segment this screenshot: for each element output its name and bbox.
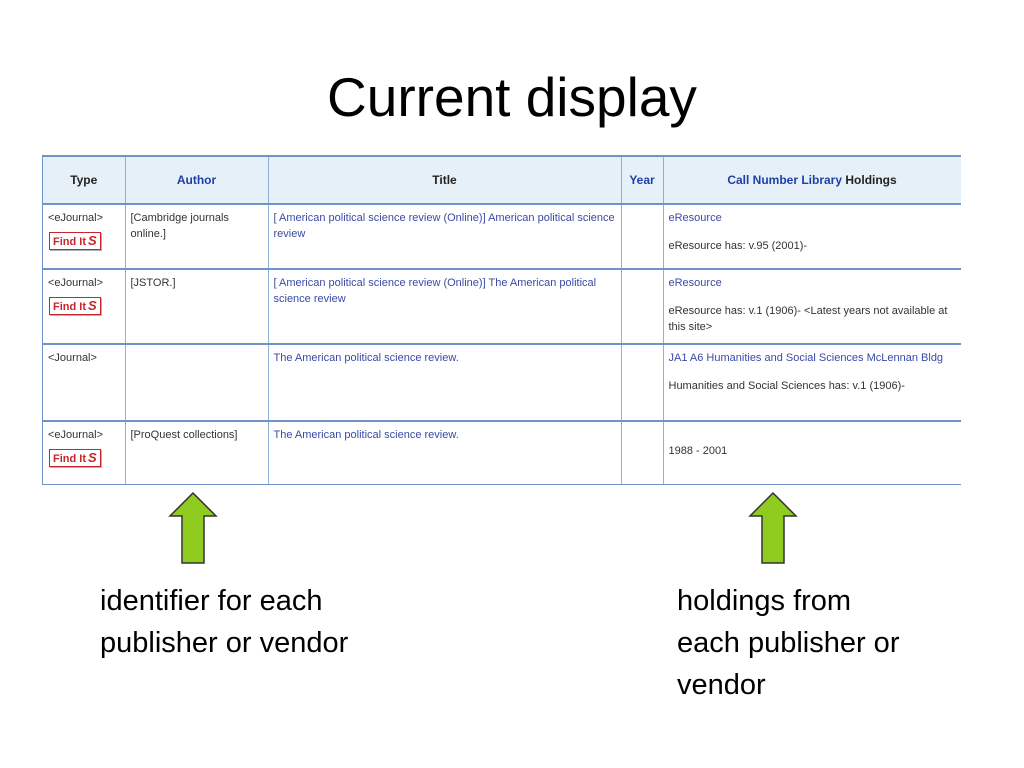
holdings-header-holdings: Holdings <box>845 173 897 187</box>
holding-link[interactable]: JA1 A6 Humanities and Social Sciences Mc… <box>668 352 944 364</box>
left-arrow-shape <box>168 492 218 564</box>
holding-link[interactable]: eResource <box>668 277 722 289</box>
record-year <box>622 345 663 350</box>
record-title-link[interactable]: The American political science review. <box>273 429 459 441</box>
holdings-header-call-number: Call Number Library <box>727 173 843 187</box>
record-type: <eJournal> <box>48 429 104 441</box>
holding-note: eResource has: v.95 (2001)- <box>668 240 808 252</box>
record-year <box>622 270 663 275</box>
up-arrow-icon <box>168 492 218 564</box>
sfx-logo-icon: S <box>88 450 97 465</box>
record-title-link[interactable]: [ American political science review (Onl… <box>273 277 597 305</box>
record-type: <eJournal> <box>48 277 104 289</box>
record-type: <eJournal> <box>48 212 104 224</box>
column-header-type[interactable]: Type <box>43 155 126 205</box>
record-year <box>622 205 663 210</box>
record-author: [Cambridge journals online.] <box>130 212 229 240</box>
holding-note: Humanities and Social Sciences has: v.1 … <box>668 380 905 392</box>
table-row: <Journal> The American political science… <box>43 344 961 421</box>
holding-note: eResource has: v.1 (1906)- <Latest years… <box>668 305 948 333</box>
catalog-results: Type Author Title Year Call Number Libra… <box>42 155 961 485</box>
record-title-link[interactable]: The American political science review. <box>273 352 459 364</box>
record-type: <Journal> <box>48 352 97 364</box>
column-header-year[interactable]: Year <box>621 155 664 205</box>
up-arrow-icon <box>748 492 798 564</box>
right-annotation-caption: holdings from each publisher or vendor <box>677 585 900 701</box>
sfx-logo-icon: S <box>88 298 97 313</box>
holding-link[interactable]: eResource <box>668 212 722 224</box>
column-header-holdings[interactable]: Call Number Library Holdings <box>663 155 961 205</box>
record-author: [ProQuest collections] <box>130 429 238 441</box>
right-arrow-shape <box>748 492 798 564</box>
record-title-link[interactable]: [ American political science review (Onl… <box>273 212 615 240</box>
results-table: Type Author Title Year Call Number Libra… <box>43 155 961 485</box>
record-author <box>126 345 268 350</box>
header-row: Type Author Title Year Call Number Libra… <box>43 155 961 205</box>
left-annotation-caption: identifier for each publisher or vendor <box>100 585 349 659</box>
sfx-logo-icon: S <box>88 233 97 248</box>
column-header-title[interactable]: Title <box>268 155 622 205</box>
record-author: [JSTOR.] <box>130 277 176 289</box>
holding-note: 1988 - 2001 <box>668 445 728 457</box>
column-header-author[interactable]: Author <box>125 155 269 205</box>
record-year <box>622 422 663 427</box>
slide-title: Current display <box>327 66 697 128</box>
